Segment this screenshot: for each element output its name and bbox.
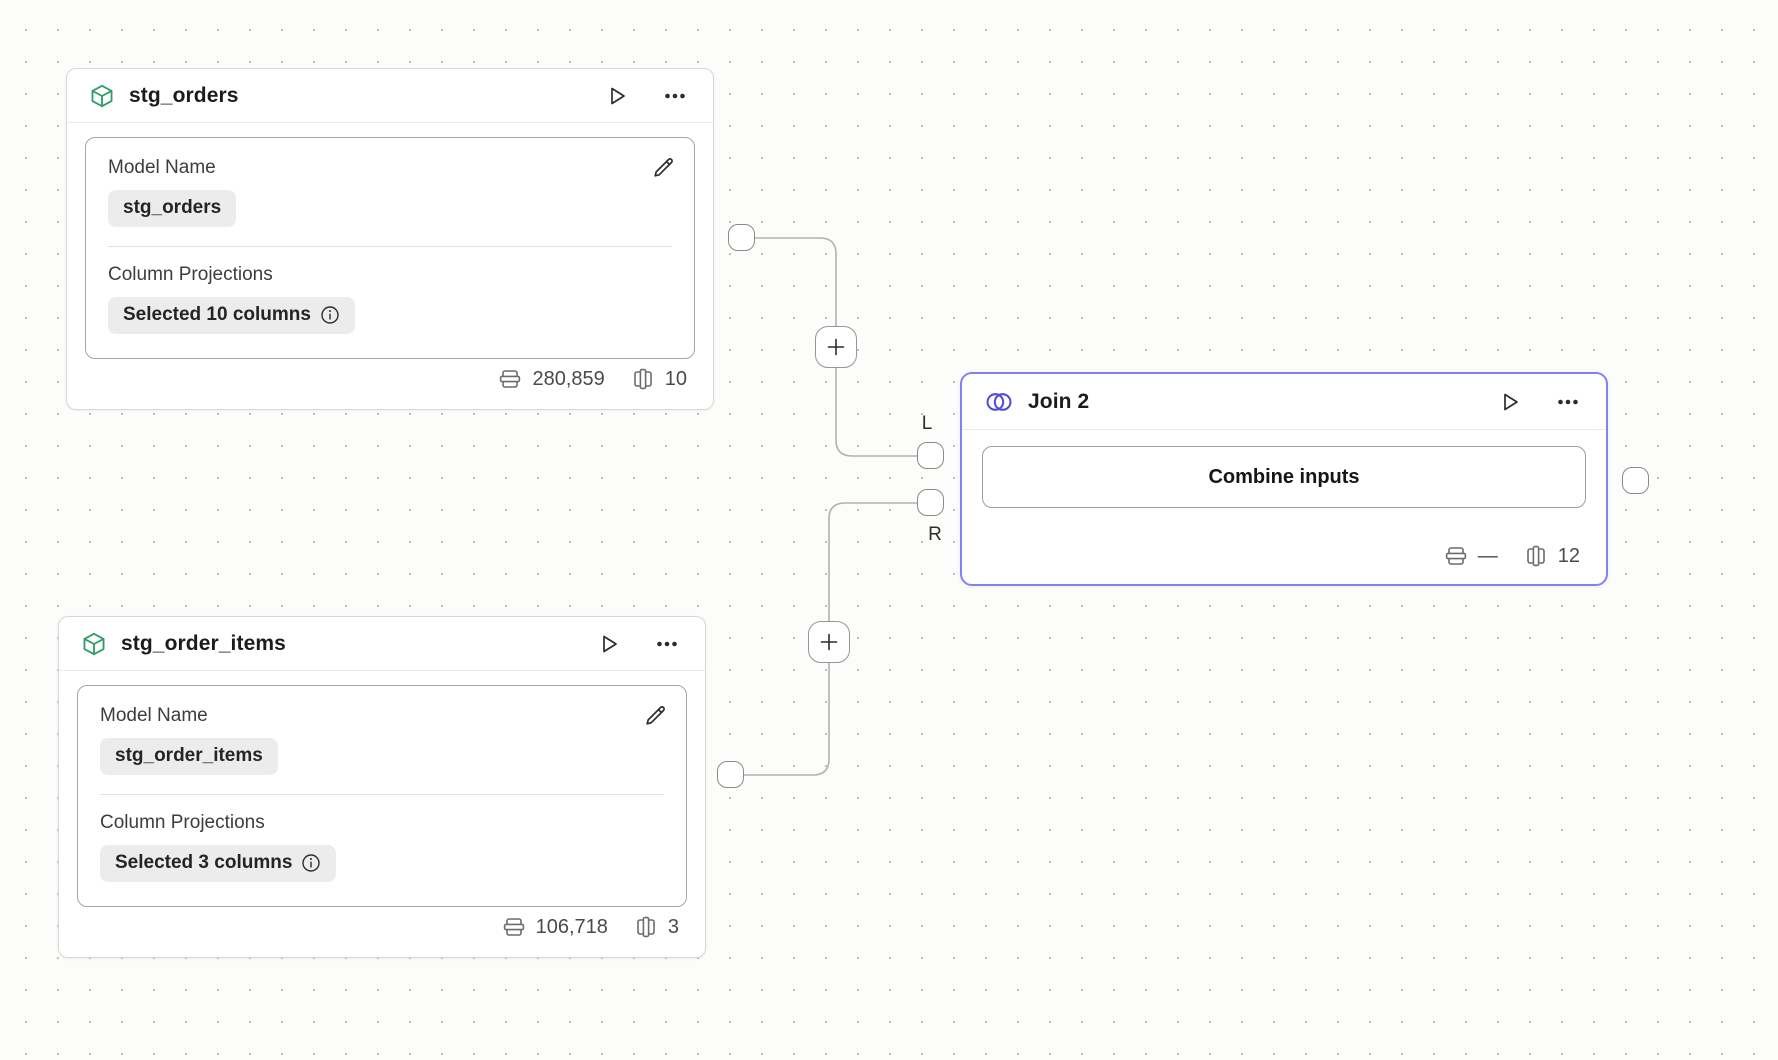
column-projections-label: Column Projections [100,812,265,833]
model-name-label: Model Name [108,157,216,178]
join-input-port-right[interactable] [917,489,944,516]
node-menu-button[interactable] [1556,390,1580,414]
info-icon[interactable] [301,853,321,873]
output-port-stg-orders[interactable] [728,224,755,251]
column-count-value: 12 [1557,544,1580,567]
column-count-stat: 10 [631,367,687,391]
model-name-value-badge[interactable]: stg_order_items [100,738,278,775]
rows-icon [500,370,521,388]
column-projections-value: Selected 3 columns [115,852,293,873]
node-stg-order-items-header: stg_order_items [59,617,705,671]
columns-icon [637,916,655,938]
run-node-button[interactable] [597,632,621,656]
info-icon[interactable] [320,305,340,325]
add-node-on-edge-button-top[interactable] [815,326,857,368]
columns-icon [1526,545,1545,567]
rows-icon [1445,547,1466,565]
row-count-value: — [1477,544,1498,567]
node-stg-orders[interactable]: stg_orders Model Name stg_orders Colum [66,68,714,410]
node-stg-order-items[interactable]: stg_order_items Model Name stg_order_ite… [58,616,706,958]
model-name-value-badge[interactable]: stg_orders [108,190,237,227]
columns-icon [633,368,652,390]
venn-join-icon [984,390,1014,414]
add-node-on-edge-button-bottom[interactable] [808,621,850,663]
node-menu-button[interactable] [663,84,687,108]
column-projections-badge[interactable]: Selected 3 columns [100,845,337,882]
column-count-stat: 3 [634,915,679,939]
column-projections-label: Column Projections [108,264,273,285]
cube-icon [81,631,107,657]
edit-pencil-icon[interactable] [643,703,668,728]
join-left-port-label: L [921,413,933,434]
node-config-card: Model Name stg_orders Column Projections… [85,137,695,359]
node-stats-footer: 106,718 3 [59,915,705,957]
node-stats-footer: — 12 [962,544,1606,584]
plus-icon [827,338,845,356]
column-projections-badge[interactable]: Selected 10 columns [108,297,355,334]
column-count-value: 10 [664,367,687,390]
node-join-2-header: Join 2 [962,374,1606,430]
row-count-stat: 106,718 [502,915,608,939]
node-menu-button[interactable] [655,632,679,656]
node-stg-orders-header: stg_orders [67,69,713,123]
plus-icon [820,633,838,651]
rows-icon [503,918,524,936]
card-divider [108,246,672,247]
row-count-value: 280,859 [532,367,605,390]
join-input-port-left[interactable] [917,442,944,469]
edit-pencil-icon[interactable] [651,155,676,180]
run-node-button[interactable] [605,84,629,108]
column-count-stat: 12 [1524,544,1580,568]
node-title: stg_order_items [121,631,286,655]
output-port-join-2[interactable] [1622,467,1649,494]
column-count-value: 3 [667,915,679,938]
node-title: stg_orders [129,83,239,107]
node-config-card: Model Name stg_order_items Column Projec… [77,685,687,907]
node-join-2[interactable]: Join 2 Combine inputs — 12 [960,372,1608,586]
card-divider [100,794,664,795]
combine-inputs-button[interactable]: Combine inputs [982,446,1586,508]
output-port-stg-order-items[interactable] [717,761,744,788]
join-right-port-label: R [928,524,942,545]
column-projections-value: Selected 10 columns [123,304,311,325]
node-title: Join 2 [1028,389,1090,413]
model-name-label: Model Name [100,705,208,726]
row-count-stat: 280,859 [498,367,605,391]
row-count-stat: — [1444,544,1498,568]
row-count-value: 106,718 [535,915,608,938]
run-node-button[interactable] [1498,390,1522,414]
node-stats-footer: 280,859 10 [67,367,713,409]
cube-icon [89,83,115,109]
